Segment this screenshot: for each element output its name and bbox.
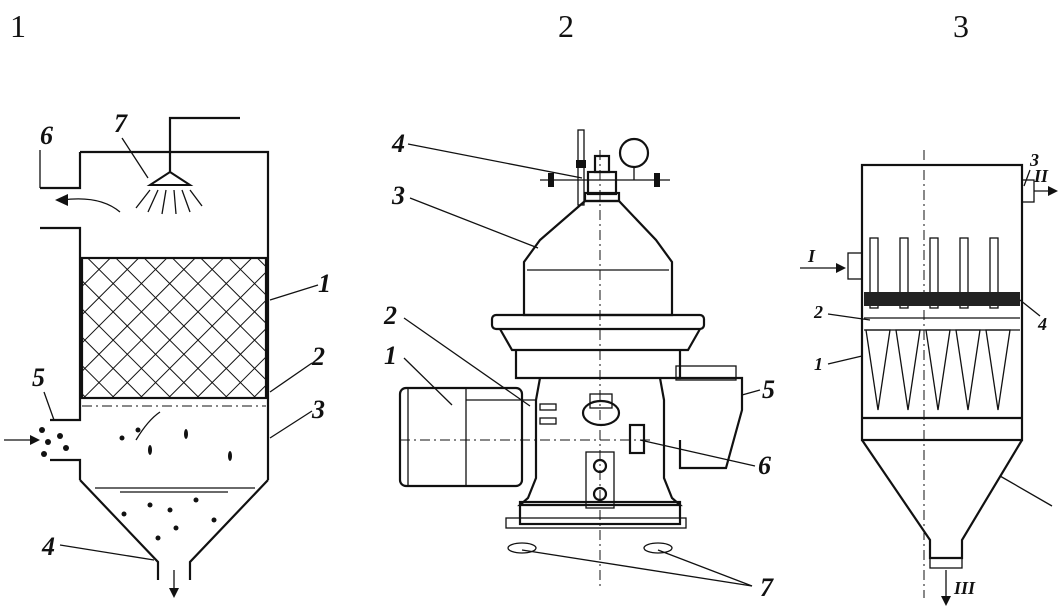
panel-3-label-3: 3 — [1029, 150, 1039, 170]
scrubber-diagram — [4, 116, 319, 598]
panel-2-number: 2 — [558, 8, 574, 44]
panel-1-label-2: 2 — [311, 342, 325, 371]
panel-2-label-2: 2 — [383, 301, 397, 330]
panel-3-label-III: III — [953, 578, 976, 598]
panel-2-label-6: 6 — [758, 451, 771, 480]
panel-3-label-I: I — [807, 246, 816, 266]
separator-diagram — [398, 129, 761, 590]
panel-1-label-5: 5 — [32, 363, 45, 392]
panel-1-number: 1 — [10, 8, 26, 44]
panel-1-label-4: 4 — [41, 532, 55, 561]
panel-2-label-3: 3 — [391, 181, 405, 210]
panel-3-label-2: 2 — [813, 302, 823, 322]
panel-1-label-7: 7 — [114, 109, 128, 138]
battery-cyclone-diagram — [800, 150, 1058, 606]
panel-1-label-6: 6 — [40, 121, 53, 150]
panel-1-label-1: 1 — [318, 269, 331, 298]
panel-2-label-7: 7 — [760, 573, 774, 602]
panel-3-label-4: 4 — [1037, 314, 1047, 334]
panel-2-label-4: 4 — [391, 129, 405, 158]
panel-1-label-3: 3 — [311, 395, 325, 424]
panel-2-label-1: 1 — [384, 341, 397, 370]
panel-3-label-II: II — [1033, 166, 1049, 186]
panel-3-number: 3 — [953, 8, 969, 44]
panel-2-label-5: 5 — [762, 375, 775, 404]
panel-3-label-1: 1 — [814, 354, 823, 374]
